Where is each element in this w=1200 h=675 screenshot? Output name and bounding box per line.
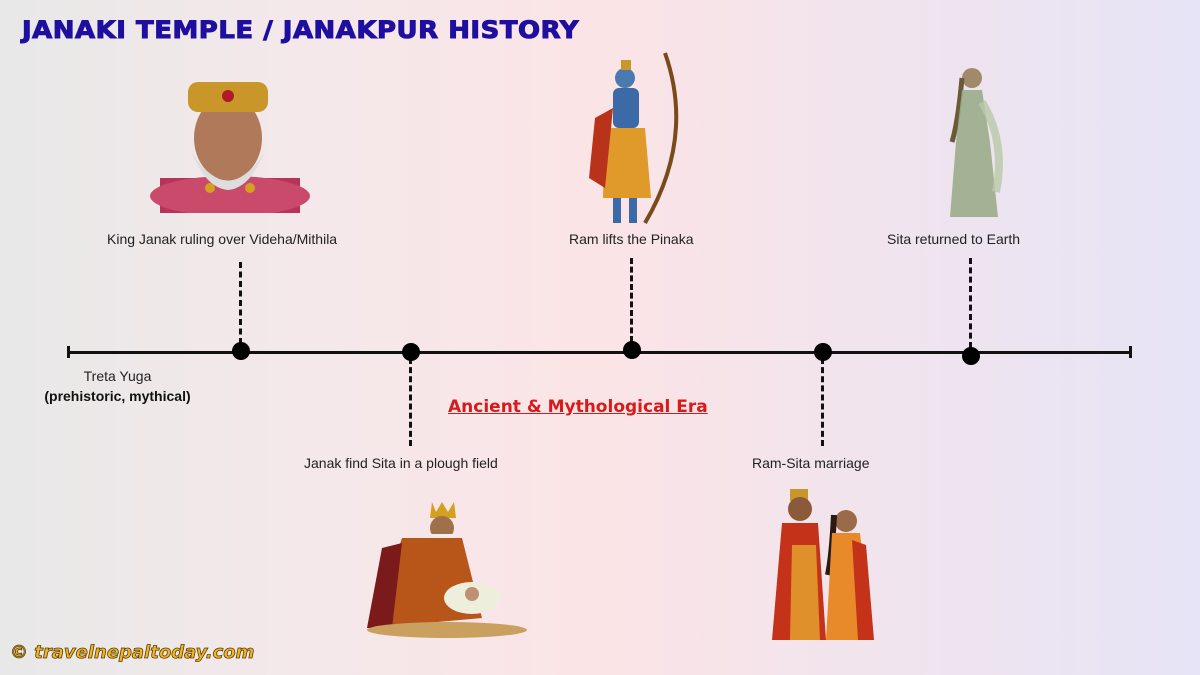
event-label-2: Janak find Sita in a plough field (304, 455, 498, 471)
event-marker-1[interactable] (232, 342, 250, 360)
timeline-start-cap (67, 346, 70, 358)
page-title: JANAKI TEMPLE / JANAKPUR HISTORY (21, 16, 580, 45)
footer-credit: © travelnepaltoday.com (10, 642, 255, 664)
era-title: Ancient & Mythological Era (448, 397, 708, 417)
ram-sita-couple (772, 489, 874, 640)
event-marker-5[interactable] (962, 347, 980, 365)
connector-4 (821, 358, 824, 446)
event-marker-2[interactable] (402, 343, 420, 361)
event-marker-4[interactable] (814, 343, 832, 361)
event-label-4: Ram-Sita marriage (752, 455, 870, 471)
connector-2 (409, 358, 412, 446)
era-start-label: Treta Yuga (prehistoric, mythical) (30, 368, 205, 404)
era-start-sublabel: (prehistoric, mythical) (44, 388, 191, 404)
janak-finding-sita (367, 502, 527, 638)
era-start-name: Treta Yuga (83, 368, 152, 384)
event-label-3: Ram lifts the Pinaka (569, 231, 694, 247)
timeline-end-cap (1129, 346, 1132, 358)
timeline-axis (68, 351, 1131, 354)
connector-1 (239, 262, 242, 344)
connector-5 (969, 258, 972, 348)
event-marker-3[interactable] (623, 341, 641, 359)
ram-with-bow (589, 52, 679, 225)
event-label-5: Sita returned to Earth (887, 231, 1021, 247)
sita-figure (949, 68, 1003, 217)
king-janak-portrait (150, 82, 310, 213)
event-label-1: King Janak ruling over Videha/Mithila (107, 231, 338, 247)
connector-3 (630, 258, 633, 342)
